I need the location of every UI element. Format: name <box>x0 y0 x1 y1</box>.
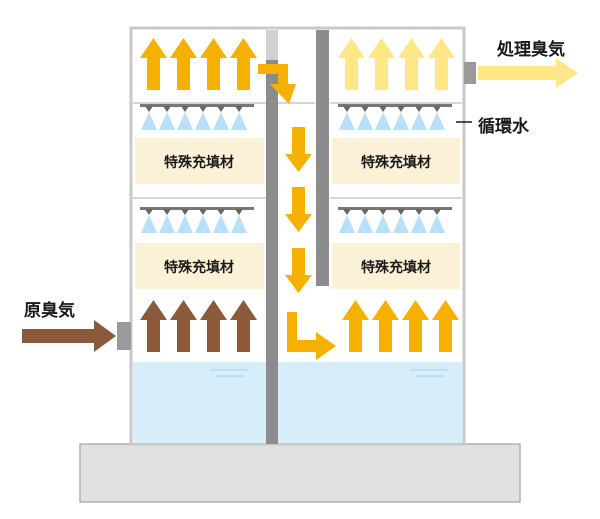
partition-wall <box>266 60 278 444</box>
raw-air-label: 原臭気 <box>24 301 75 321</box>
spray-pipes <box>140 104 452 210</box>
raw-air-arrow-icon <box>22 320 116 352</box>
treated-air-arrow-icon <box>478 58 578 88</box>
packing-bed-upper-left <box>135 138 264 184</box>
packing-label-lower-left: 特殊充填材 <box>164 259 234 276</box>
section-dividers <box>133 102 462 199</box>
baffle-wall <box>316 30 329 286</box>
partition-top-light <box>266 30 278 60</box>
bend-arrow-bottom-icon <box>287 312 336 360</box>
water-ripples <box>210 369 448 377</box>
packing-label-lower-right: 特殊充填材 <box>361 259 431 276</box>
packing-label-upper-left: 特殊充填材 <box>164 154 234 171</box>
water-reservoir <box>133 362 462 443</box>
treated-air-label: 処理臭気 <box>497 40 565 60</box>
base-plinth <box>79 443 521 503</box>
packing-label-upper-right: 特殊充填材 <box>361 154 431 171</box>
circulating-water-label: 循環水 <box>478 117 529 137</box>
packing-bed-lower-left <box>135 243 264 289</box>
packing-bed-upper-right <box>332 138 460 184</box>
outlet-pipe <box>464 62 476 84</box>
bend-arrow-top-icon <box>258 64 296 104</box>
packing-bed-lower-right <box>332 243 460 289</box>
inlet-pipe <box>117 322 131 350</box>
